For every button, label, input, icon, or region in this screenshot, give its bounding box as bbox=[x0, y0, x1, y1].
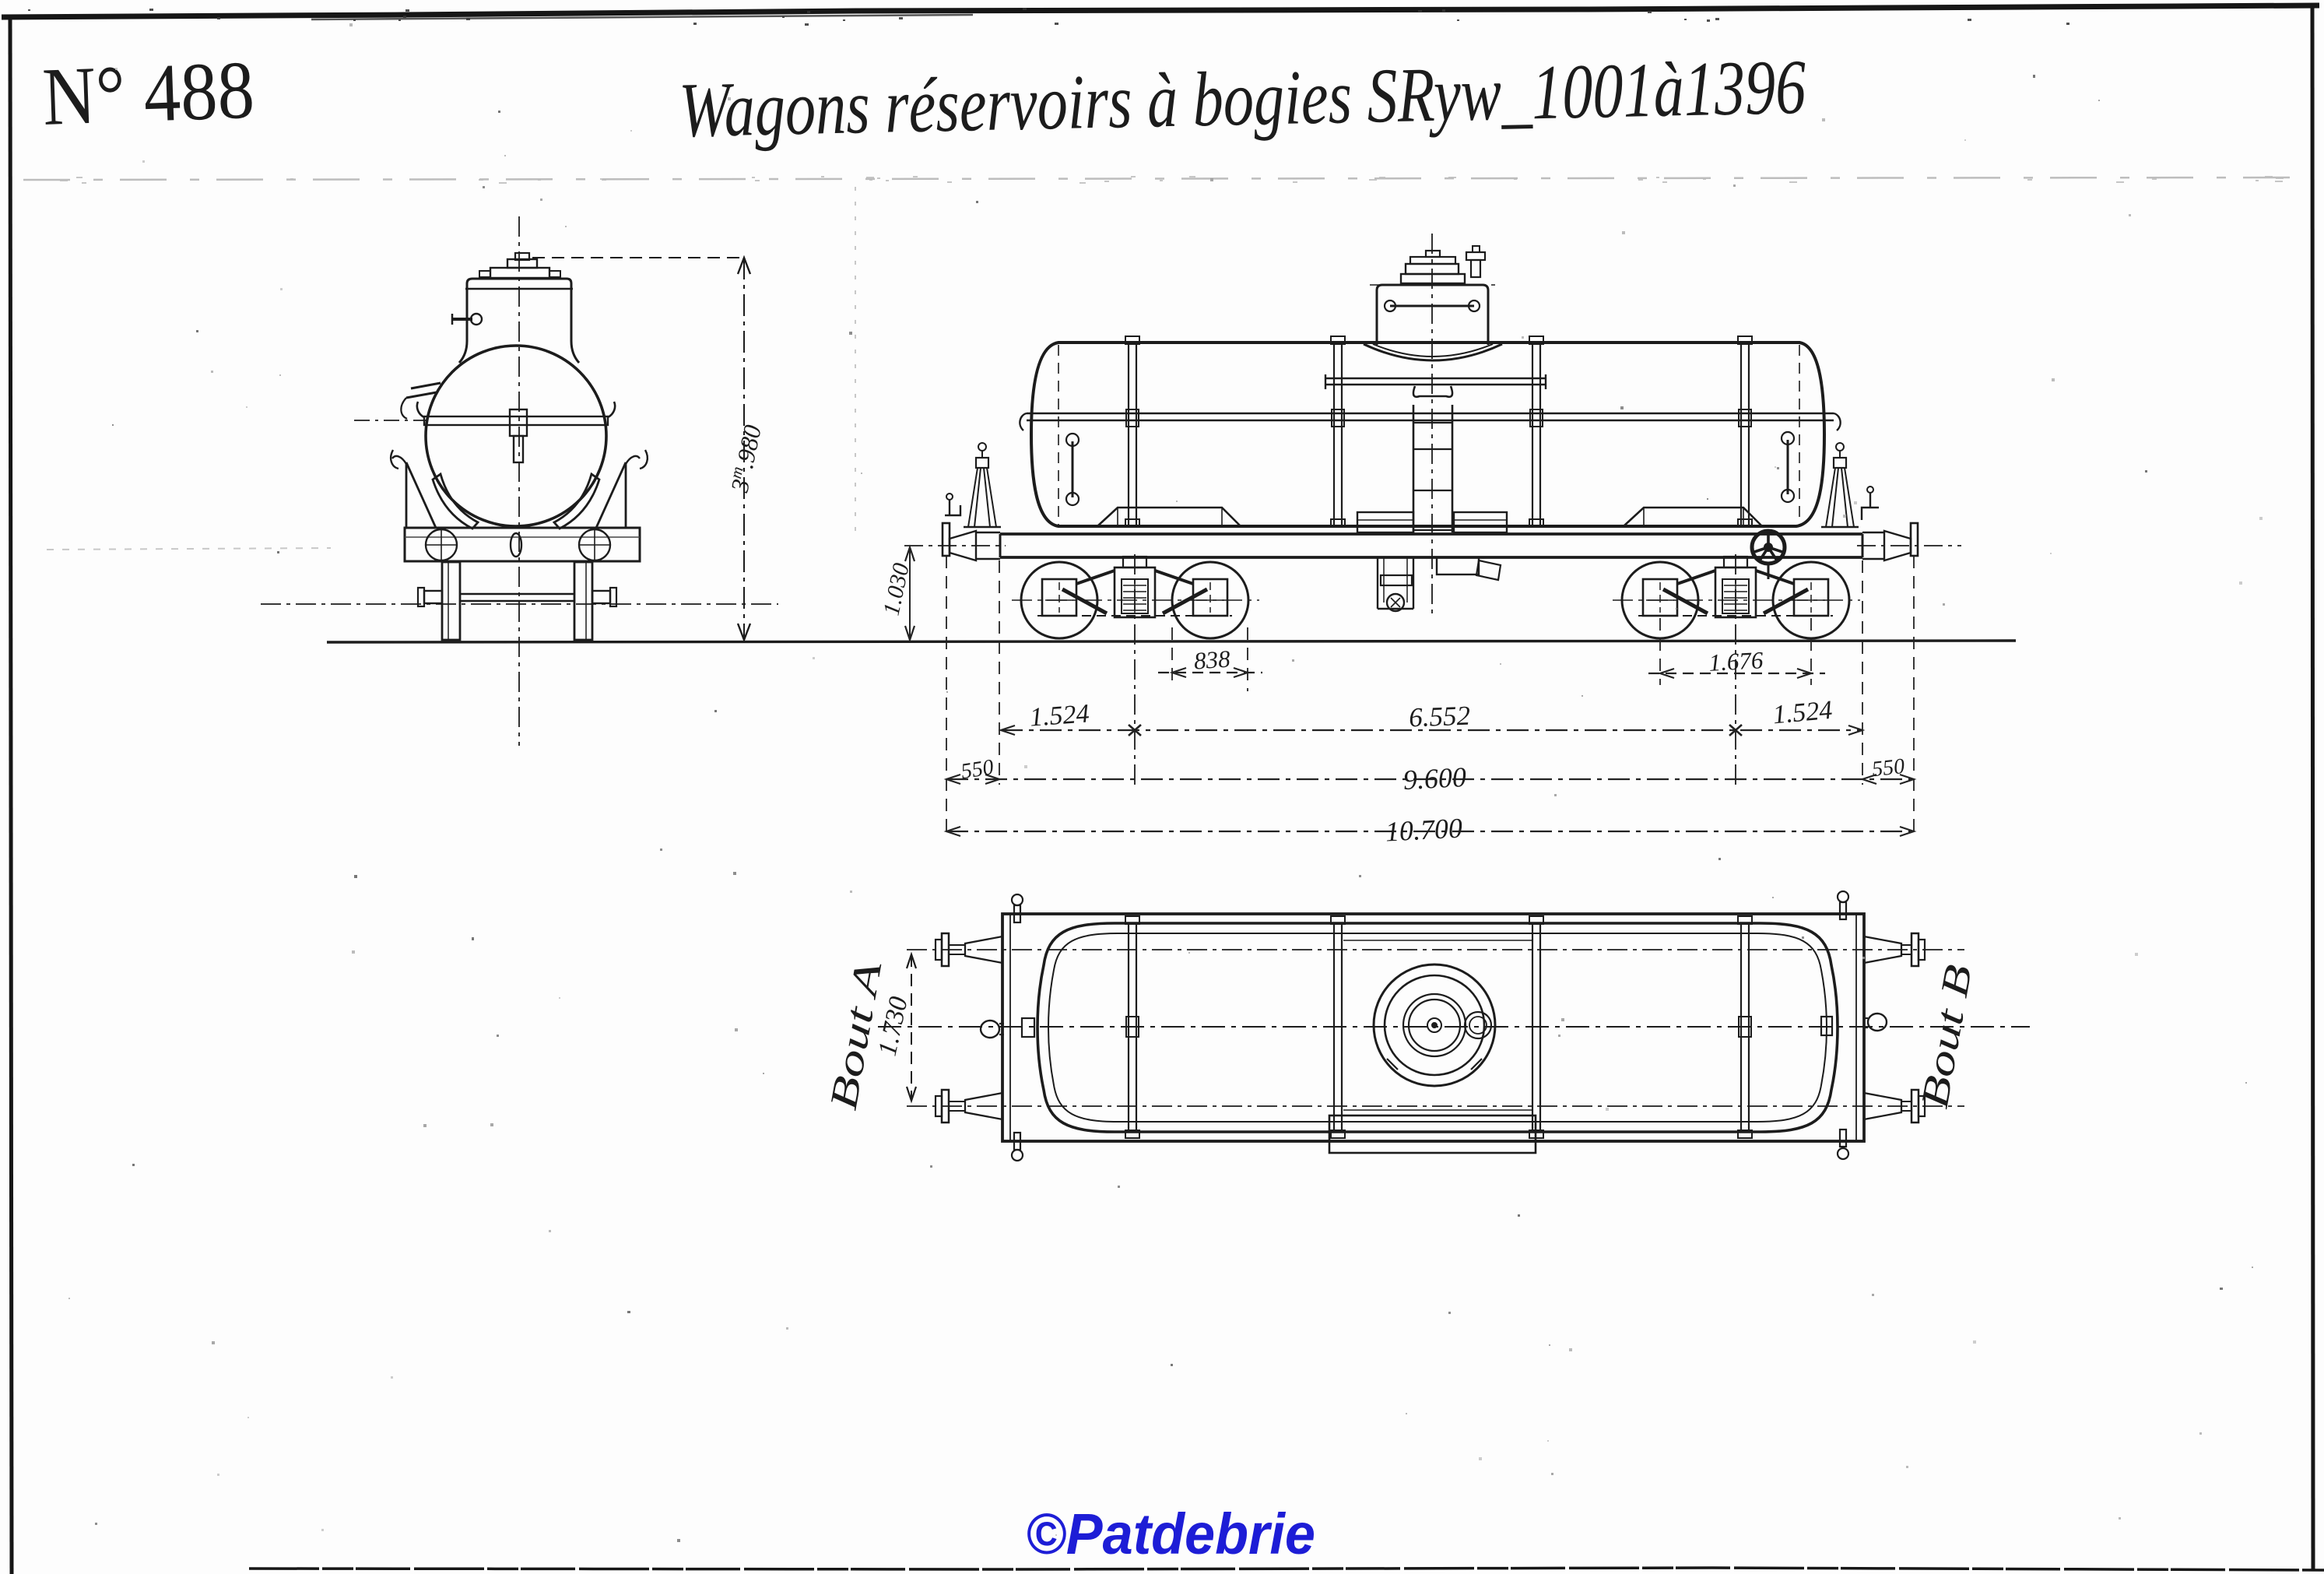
svg-text:1.676: 1.676 bbox=[1708, 646, 1764, 676]
svg-text:550: 550 bbox=[960, 755, 995, 784]
svg-text:9.600: 9.600 bbox=[1402, 761, 1467, 796]
svg-text:©Patdebrie: ©Patdebrie bbox=[1026, 1502, 1315, 1566]
svg-text:1.524: 1.524 bbox=[1029, 699, 1090, 732]
svg-text:838: 838 bbox=[1193, 645, 1231, 674]
svg-text:10.700: 10.700 bbox=[1385, 812, 1463, 847]
svg-text:1.524: 1.524 bbox=[1771, 696, 1833, 730]
svg-text:N° 488: N° 488 bbox=[41, 44, 256, 142]
svg-text:6.552: 6.552 bbox=[1409, 701, 1471, 733]
svg-text:550: 550 bbox=[1871, 754, 1906, 782]
